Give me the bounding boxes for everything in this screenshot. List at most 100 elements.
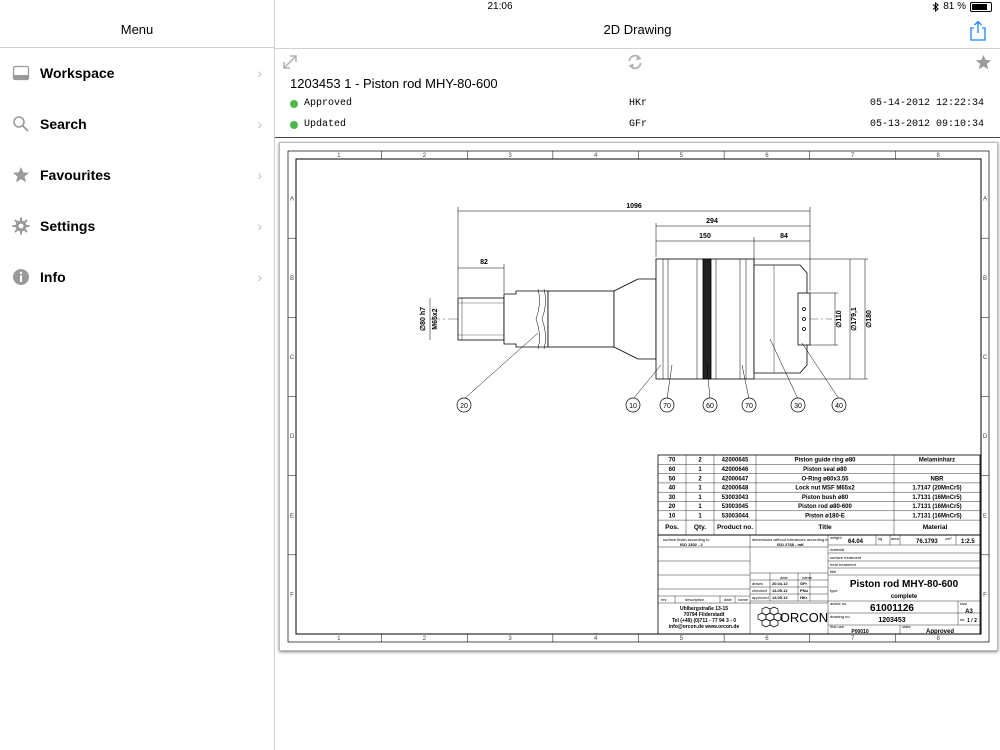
sidebar-item-favourites[interactable]: Favourites ›: [0, 150, 274, 201]
bom-qty: 1: [698, 495, 702, 501]
grid-row-label: C: [290, 355, 295, 361]
grid-column-label: 3: [508, 636, 512, 642]
dim-294: 294: [706, 218, 718, 225]
grid-column-label: 7: [851, 153, 855, 159]
balloon: 30: [790, 397, 806, 413]
star-icon: [13, 167, 29, 183]
sidebar-item-workspace[interactable]: Workspace ›: [0, 48, 274, 99]
bom-qty: 2: [698, 458, 702, 464]
sheet-number: 1 / 2: [967, 618, 977, 624]
logo-text: ORCON: [780, 610, 828, 625]
refresh-icon[interactable]: [626, 53, 644, 71]
checked-date: 14.05.12: [772, 588, 788, 593]
address-city: 70794 Filderstadt: [684, 612, 725, 618]
grid-column-label: 6: [765, 636, 769, 642]
bom-product: 42000647: [722, 476, 749, 482]
status-row: Approved HKr 05-14-2012 12:22:34: [290, 97, 990, 115]
bom-pos: 40: [669, 486, 676, 492]
rev-label: rev: [661, 597, 667, 602]
bom-product: 53003045: [722, 504, 749, 510]
part-geometry: [457, 258, 811, 380]
bom-qty: 1: [698, 514, 702, 520]
sidebar-divider: [0, 47, 274, 48]
balloon-label: 10: [629, 403, 637, 410]
sidebar-item-info[interactable]: Info ›: [0, 252, 274, 303]
bom-header-product: Product no.: [717, 524, 753, 531]
battery-fill: [972, 3, 987, 10]
sidebar-item-settings[interactable]: Settings ›: [0, 201, 274, 252]
bom-qty: 1: [698, 467, 702, 473]
bom-material: 1.7131 (16MnCr5): [912, 495, 961, 501]
status-user: GFr: [629, 119, 648, 130]
checked-name: PNu: [800, 588, 809, 593]
bom-product: 42000645: [722, 458, 749, 464]
drawing-name: Piston rod MHY-80-600: [850, 579, 959, 590]
grid-row-label: B: [290, 276, 294, 282]
expand-icon[interactable]: [281, 53, 299, 71]
dim-84: 84: [780, 233, 788, 240]
bom-pos: 20: [669, 504, 676, 510]
status-bar-right: 81 %: [932, 1, 992, 12]
grid-row-label: C: [983, 355, 988, 361]
status-label: Updated: [304, 119, 347, 130]
tolerance-label: dimensions without tolerances according …: [752, 537, 829, 542]
grid-column-label: 2: [423, 636, 427, 642]
favourite-star-icon[interactable]: [975, 54, 992, 71]
status-timestamp: 05-13-2012 09:10:34: [869, 119, 984, 130]
balloons: 20 10 70 60 70 30 40: [456, 397, 847, 413]
sidebar-item-search[interactable]: Search ›: [0, 99, 274, 150]
bom-material: 1.7131 (16MnCr5): [912, 504, 961, 510]
bom-product: 53003044: [722, 514, 749, 520]
first-use-value: P00010: [851, 629, 868, 635]
grid-column-label: 8: [937, 153, 941, 159]
status-timestamp: 05-14-2012 12:22:34: [869, 98, 984, 109]
leader-lines: [463, 332, 840, 400]
drawing-number: 1203453: [878, 617, 905, 624]
sidebar-item-label: Favourites: [40, 167, 111, 183]
grid-column-label: 1: [337, 153, 341, 159]
bom-material: Melaminharz: [919, 458, 955, 464]
surface-iso: ISO 1302 - 2: [680, 542, 703, 547]
sheet-size: A3: [965, 609, 973, 615]
sidebar-item-label: Settings: [40, 218, 96, 234]
grid-row-label: B: [983, 276, 987, 282]
bom-product: 42000648: [722, 486, 749, 492]
divider: [275, 137, 1000, 138]
dim-dia180: ∅180: [865, 310, 873, 328]
chevron-right-icon: ›: [257, 65, 262, 81]
chevron-right-icon: ›: [257, 269, 262, 285]
area-label: area: [891, 536, 900, 541]
status-user: HKr: [629, 98, 648, 109]
rev-date-label: date: [724, 597, 733, 602]
dim-m65: M65x2: [432, 308, 439, 330]
state-value: Approved: [926, 629, 954, 635]
bom-qty: 2: [698, 476, 702, 482]
info-icon: [13, 269, 29, 285]
grid-row-label: A: [983, 197, 987, 203]
bom-title: Piston seal ø80: [803, 467, 847, 473]
balloon-label: 30: [794, 403, 802, 410]
chevron-right-icon: ›: [257, 218, 262, 234]
bom-header-title: Title: [818, 524, 832, 531]
share-icon[interactable]: [968, 20, 988, 42]
dim-dia80: ∅80 h7: [419, 307, 427, 331]
grid-column-label: 1: [337, 636, 341, 642]
dimension-labels: 1096 294 150 84 82 ∅80 h7 M65x2 ∅110 ∅17…: [419, 203, 873, 331]
grid-column-label: 6: [765, 153, 769, 159]
grid-column-label: 8: [937, 636, 941, 642]
bom-material: 1.7147 (20MnCr5): [912, 486, 961, 492]
grid-column-label: 5: [680, 153, 684, 159]
grid-column-label: 2: [423, 153, 427, 159]
bom-header-qty: Qty.: [694, 524, 706, 531]
document-title: 1203453 1 - Piston rod MHY-80-600: [290, 76, 498, 91]
weight-value: 64.04: [848, 539, 864, 545]
bom-title: O-Ring ø80x3.55: [801, 476, 849, 482]
area-value: 76.1793: [916, 539, 938, 545]
viewer-toolbar: [275, 48, 1000, 78]
drawn-date: 20.04.12: [772, 581, 788, 586]
bom-pos: 30: [669, 495, 676, 501]
